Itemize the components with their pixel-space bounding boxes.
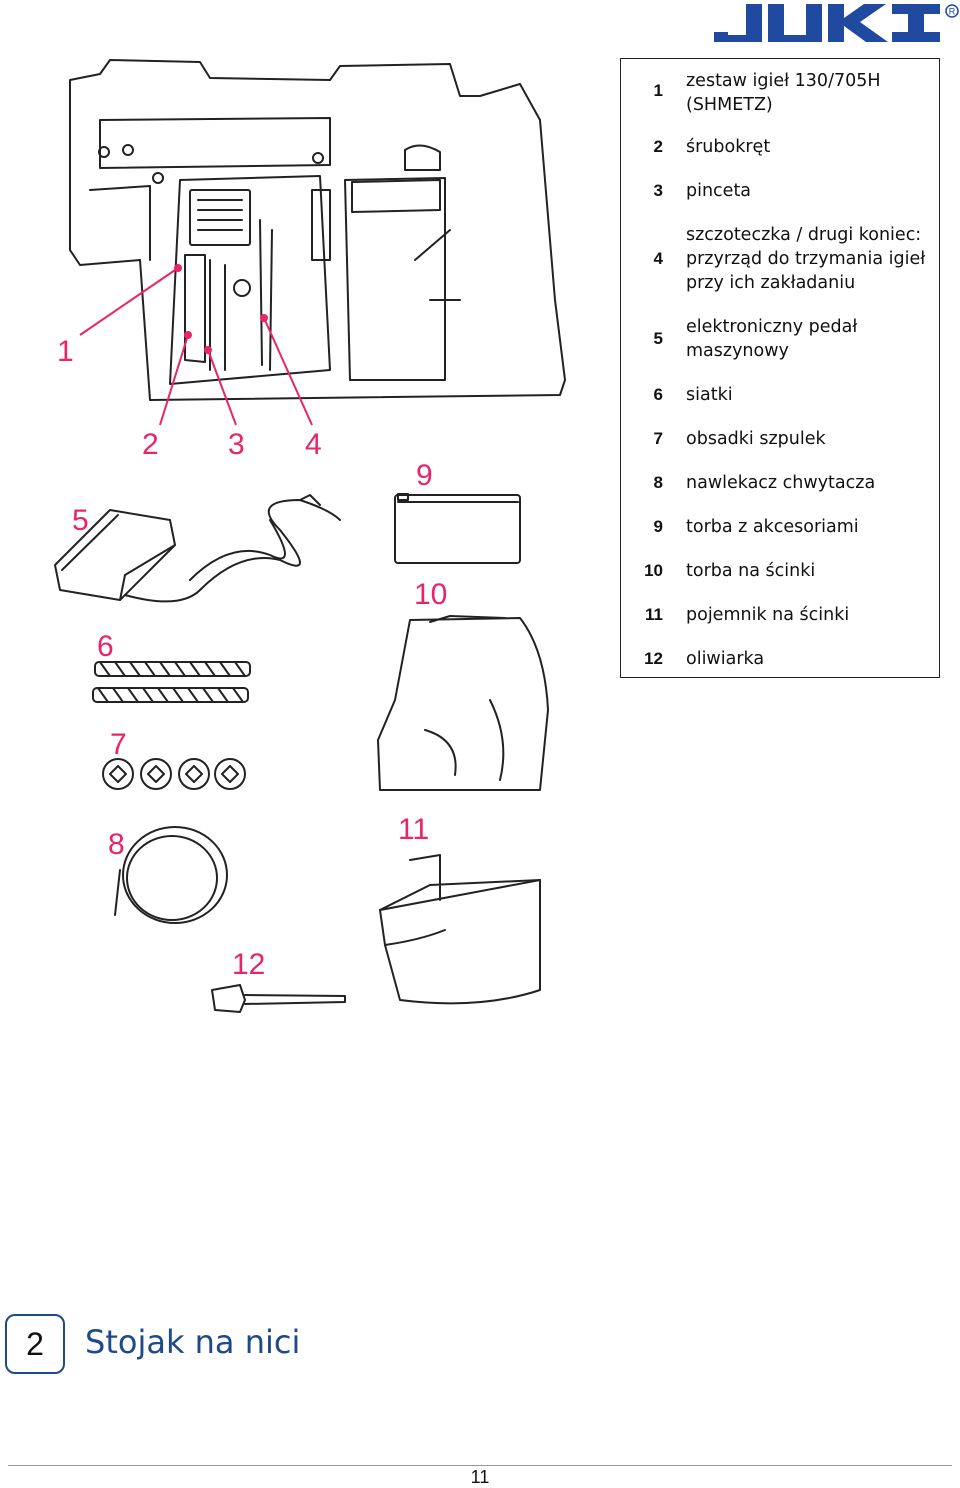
accessory-number: 9: [653, 517, 663, 536]
accessory-number: 12: [644, 649, 663, 668]
accessory-label: obsadki szpulek: [686, 429, 826, 449]
looper-threader-drawing: [122, 826, 228, 924]
accessories-drawing: [54, 59, 566, 1013]
accessory-label: pinceta: [686, 181, 752, 201]
oiler-drawing: [211, 984, 246, 1013]
section-number: 2: [26, 1325, 44, 1362]
accessory-number: 11: [645, 605, 663, 624]
callout-6: 6: [97, 630, 114, 663]
accessory-label: torba z akcesoriami: [686, 517, 859, 537]
callout-1: 1: [57, 335, 74, 368]
accessory-label: pojemnik na ścinki: [686, 605, 850, 625]
page-number: 11: [470, 1467, 490, 1487]
section-title: Stojak na nici: [85, 1323, 301, 1361]
accessory-number: 8: [653, 473, 663, 492]
callout-2: 2: [142, 428, 159, 461]
accessory-label: śrubokręt: [686, 137, 771, 157]
svg-text:R: R: [949, 7, 956, 17]
net-drawing: [94, 661, 251, 677]
accessories-illustration: 1 2 3 4 5 6 7 8 9 10 11 12: [0, 0, 620, 1040]
accessory-number: 2: [653, 137, 663, 156]
callout-5: 5: [72, 504, 89, 537]
accessory-number: 3: [653, 181, 663, 200]
accessory-label: szczoteczka / drugi koniec: przyrząd do …: [686, 225, 926, 293]
callout-11: 11: [398, 813, 430, 846]
callout-12: 12: [232, 948, 266, 981]
section-number-box: 2: [5, 1314, 65, 1374]
accessory-label: siatki: [686, 385, 733, 405]
callout-10: 10: [414, 578, 448, 611]
waste-container-drawing: [379, 879, 541, 1005]
callout-4: 4: [305, 428, 322, 461]
callout-7: 7: [110, 728, 127, 761]
accessory-label: oliwiarka: [686, 649, 765, 669]
accessory-number: 1: [653, 81, 663, 100]
accessory-number: 7: [653, 429, 663, 448]
accessory-label: elektroniczny pedał maszynowy: [686, 317, 858, 361]
callout-9: 9: [416, 459, 433, 492]
accessory-number: 6: [653, 385, 663, 404]
accessory-number: 5: [653, 329, 663, 348]
callout-8: 8: [108, 828, 125, 861]
footer-divider: [8, 1465, 952, 1466]
accessory-number: 10: [644, 561, 663, 580]
callout-3: 3: [228, 428, 245, 461]
accessory-label: nawlekacz chwytacza: [686, 473, 876, 493]
accessories-table: 1 zestaw igieł 130/705H (SHMETZ) 2 śrubo…: [620, 58, 940, 678]
juki-logo-graphic: R: [714, 4, 959, 42]
accessory-label: zestaw igieł 130/705H (SHMETZ): [686, 71, 881, 115]
accessory-number: 4: [653, 249, 663, 268]
accessory-bag-drawing: [394, 494, 521, 564]
machine-bed: [69, 59, 566, 401]
trash-bag-drawing: [377, 617, 549, 791]
juki-logo: R: [712, 2, 960, 46]
accessory-label: torba na ścinki: [686, 561, 816, 581]
